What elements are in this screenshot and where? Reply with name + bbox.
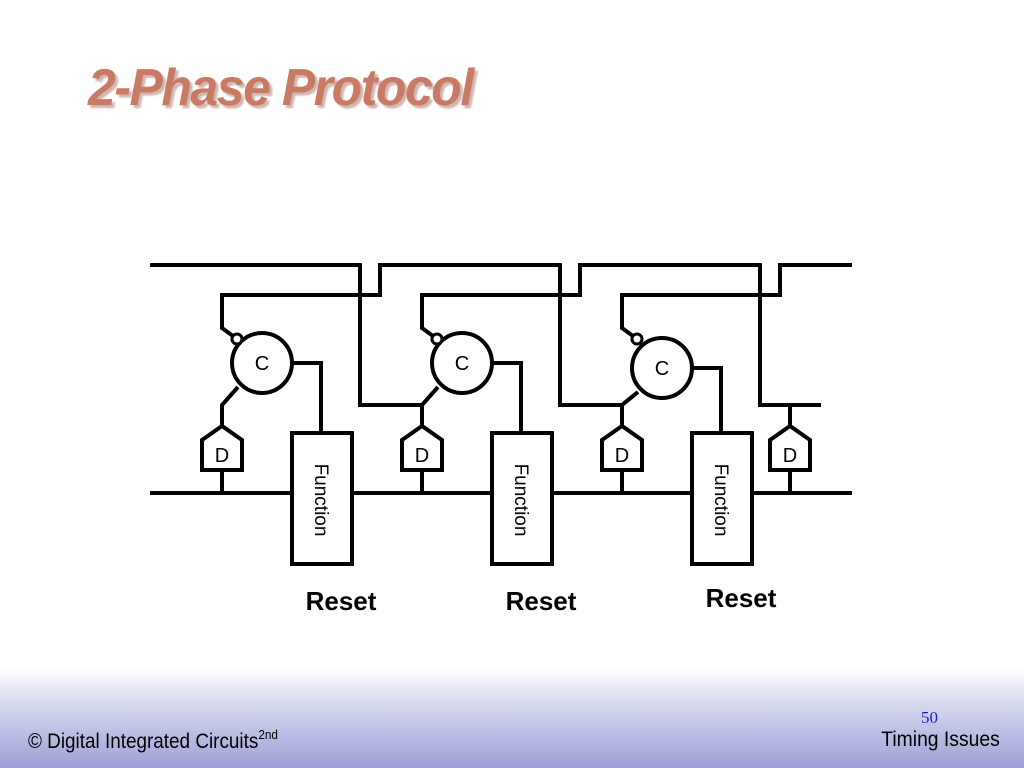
celement-to-register-wire — [420, 385, 440, 426]
function-label: Function — [510, 464, 531, 537]
reset-label: Reset — [306, 586, 377, 616]
celement-feedback-wire — [220, 293, 360, 338]
c-element-label: C — [455, 353, 469, 375]
register-d — [600, 423, 644, 472]
request-wire — [358, 295, 421, 407]
register-label: D — [615, 445, 629, 467]
inverter-bubble — [430, 332, 444, 346]
c-element — [230, 331, 294, 395]
page-number: 50 — [921, 708, 938, 727]
c-element — [630, 336, 694, 400]
reset-label: Reset — [706, 583, 777, 613]
celement-output-wire — [292, 361, 323, 433]
edition-superscript: 2nd — [258, 727, 278, 742]
c-element-label: C — [655, 358, 669, 380]
celement-feedback-wire — [420, 293, 560, 338]
celement-output-wire — [692, 366, 723, 433]
footer-section: Timing Issues — [881, 728, 1000, 751]
footer-band: © Digital Integrated Circuits2nd 50 Timi… — [0, 668, 1024, 768]
reset-label: Reset — [506, 586, 577, 616]
register-label: D — [415, 445, 429, 467]
final-register-label: D — [783, 445, 797, 467]
request-wire — [758, 295, 821, 407]
c-element — [430, 331, 494, 395]
inverter-bubble — [230, 332, 244, 346]
celement-feedback-wire — [620, 293, 760, 338]
c-element-label: C — [255, 353, 269, 375]
top-handshake-rail — [150, 263, 852, 297]
celement-to-register-wire — [620, 390, 640, 426]
inverter-bubble — [630, 332, 644, 346]
function-label: Function — [310, 464, 331, 537]
final-request-wire — [758, 295, 792, 426]
register-d — [200, 423, 244, 472]
function-block — [490, 431, 554, 566]
celement-to-register-wire — [220, 385, 240, 426]
register-label: D — [215, 445, 229, 467]
function-label: Function — [710, 464, 731, 537]
footer-copyright: © Digital Integrated Circuits2nd — [28, 727, 278, 754]
register-d-final — [768, 423, 812, 472]
copyright-text: © Digital Integrated Circuits — [28, 730, 259, 753]
slide-title: 2-Phase Protocol — [88, 59, 474, 117]
register-d — [400, 423, 444, 472]
function-block — [290, 431, 354, 566]
celement-output-wire — [492, 361, 523, 433]
function-block — [690, 431, 754, 566]
request-wire — [558, 295, 621, 407]
